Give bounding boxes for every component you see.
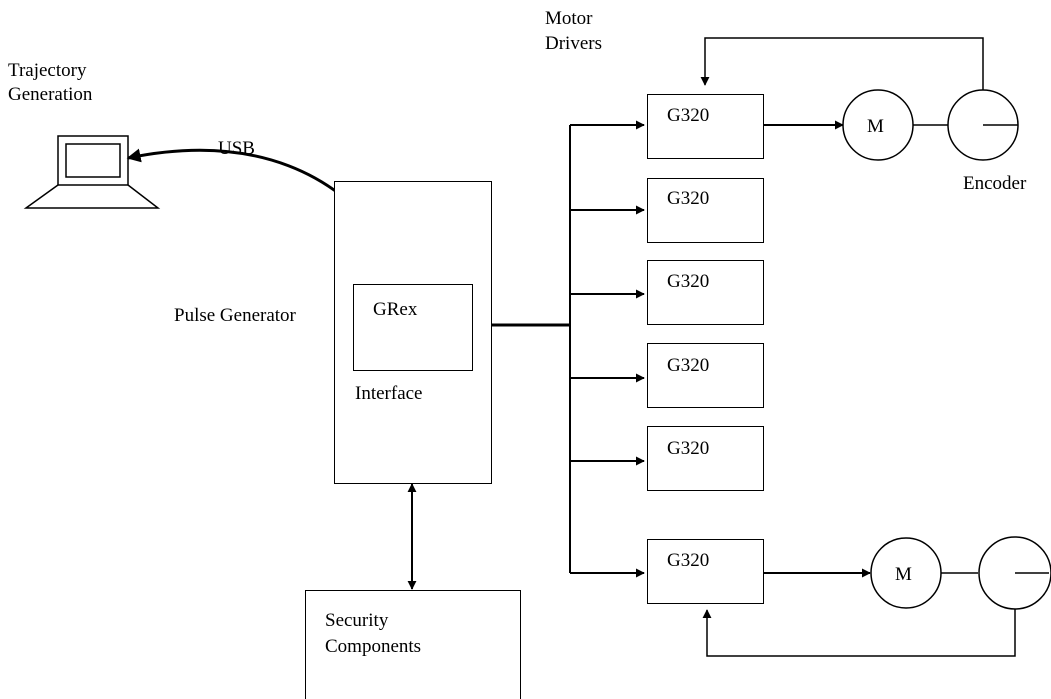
grex-box [353, 284, 473, 371]
motor-label: M [895, 564, 912, 585]
driver-label: G320 [667, 271, 710, 292]
driver-box [647, 94, 764, 159]
driver-label: G320 [667, 105, 710, 126]
driver-label: G320 [667, 438, 710, 459]
interface-label: Interface [355, 383, 423, 404]
usb-label: USB [218, 138, 255, 159]
driver-label: G320 [667, 355, 710, 376]
bottom-motor-chain [702, 536, 1051, 657]
grex-label: GRex [373, 299, 418, 320]
security-components-box [305, 590, 521, 699]
driver-label: G320 [667, 550, 710, 571]
driver-box [647, 539, 764, 604]
trajectory-generation-label-line2: Generation [8, 84, 93, 105]
driver-box [647, 426, 764, 491]
top-motor-chain [700, 37, 1019, 161]
driver-box [647, 343, 764, 408]
trajectory-generation-label-line1: Trajectory [8, 60, 87, 81]
encoder-label: Encoder [963, 173, 1027, 194]
security-components-label-line2: Components [325, 636, 422, 657]
driver-label: G320 [667, 188, 710, 209]
security-components-label-line1: Security [325, 610, 389, 631]
pulse-generator-label: Pulse Generator [174, 305, 296, 326]
driver-bus-lines [492, 120, 645, 578]
motor-drivers-label-line1: Motor [545, 8, 593, 29]
laptop-icon [23, 135, 161, 209]
motor-label: M [867, 116, 884, 137]
motor-drivers-label-line2: Drivers [545, 33, 602, 54]
driver-box [647, 178, 764, 243]
driver-box [647, 260, 764, 325]
